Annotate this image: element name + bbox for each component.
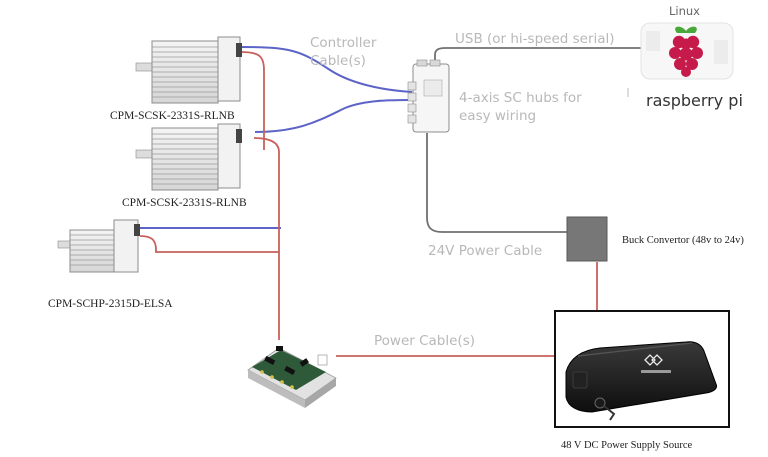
power-24v-label: 24V Power Cable (428, 243, 542, 259)
power-cable-motor-1 (239, 51, 265, 150)
controller-cables-line-1: Controller (310, 35, 377, 51)
signal-cable-motor-2 (254, 99, 413, 133)
hub-label-line-2: easy wiring (459, 108, 536, 124)
buck-label: Buck Convertor (48v to 24v) (622, 235, 744, 246)
linux-label: Linux (669, 4, 700, 18)
power-supply-label: 48 V DC Power Supply Source (561, 440, 692, 451)
servo-motor-icon (135, 36, 242, 104)
power-supply-source: 48 V DC Power Supply Source (554, 310, 730, 451)
raspberry-logo-icon (669, 26, 703, 77)
servo-motor-icon (57, 219, 140, 273)
servo-motor-3: CPM-SCHP-2315D-ELSA (48, 219, 173, 310)
sc-hub: 4-axis SC hubs for easy wiring (407, 59, 582, 133)
motor-3-label: CPM-SCHP-2315D-ELSA (48, 298, 173, 310)
power-24v-cable (426, 133, 568, 233)
power-hub-board-icon (247, 346, 337, 408)
raspberry-pi-label: raspberry pi (646, 91, 743, 110)
servo-motor-icon (135, 123, 242, 191)
motor-2-label: CPM-SCSK-2331S-RLNB (122, 197, 247, 209)
power-cable-motor-2 (253, 137, 280, 340)
power-cable-motor-3 (139, 235, 279, 253)
servo-motor-1: CPM-SCSK-2331S-RLNB (110, 36, 242, 122)
cables (139, 46, 642, 357)
raspberry-pi: Linux raspberry pi (627, 4, 743, 110)
controller-cables-line-2: Cable(s) (310, 53, 366, 69)
signal-cable-motor-1 (239, 46, 413, 93)
buck-converter-box (566, 216, 608, 262)
battery-pack-icon (565, 341, 717, 421)
servo-motor-2: CPM-SCSK-2331S-RLNB (122, 123, 247, 209)
usb-label: USB (or hi-speed serial) (455, 31, 615, 47)
power-cables-label: Power Cable(s) (374, 333, 475, 349)
usb-cable (434, 47, 642, 64)
buck-converter: Buck Convertor (48v to 24v) (566, 216, 744, 262)
hub-board-icon (407, 59, 450, 133)
motor-1-label: CPM-SCSK-2331S-RLNB (110, 110, 235, 122)
hub-label-line-1: 4-axis SC hubs for (459, 90, 582, 106)
